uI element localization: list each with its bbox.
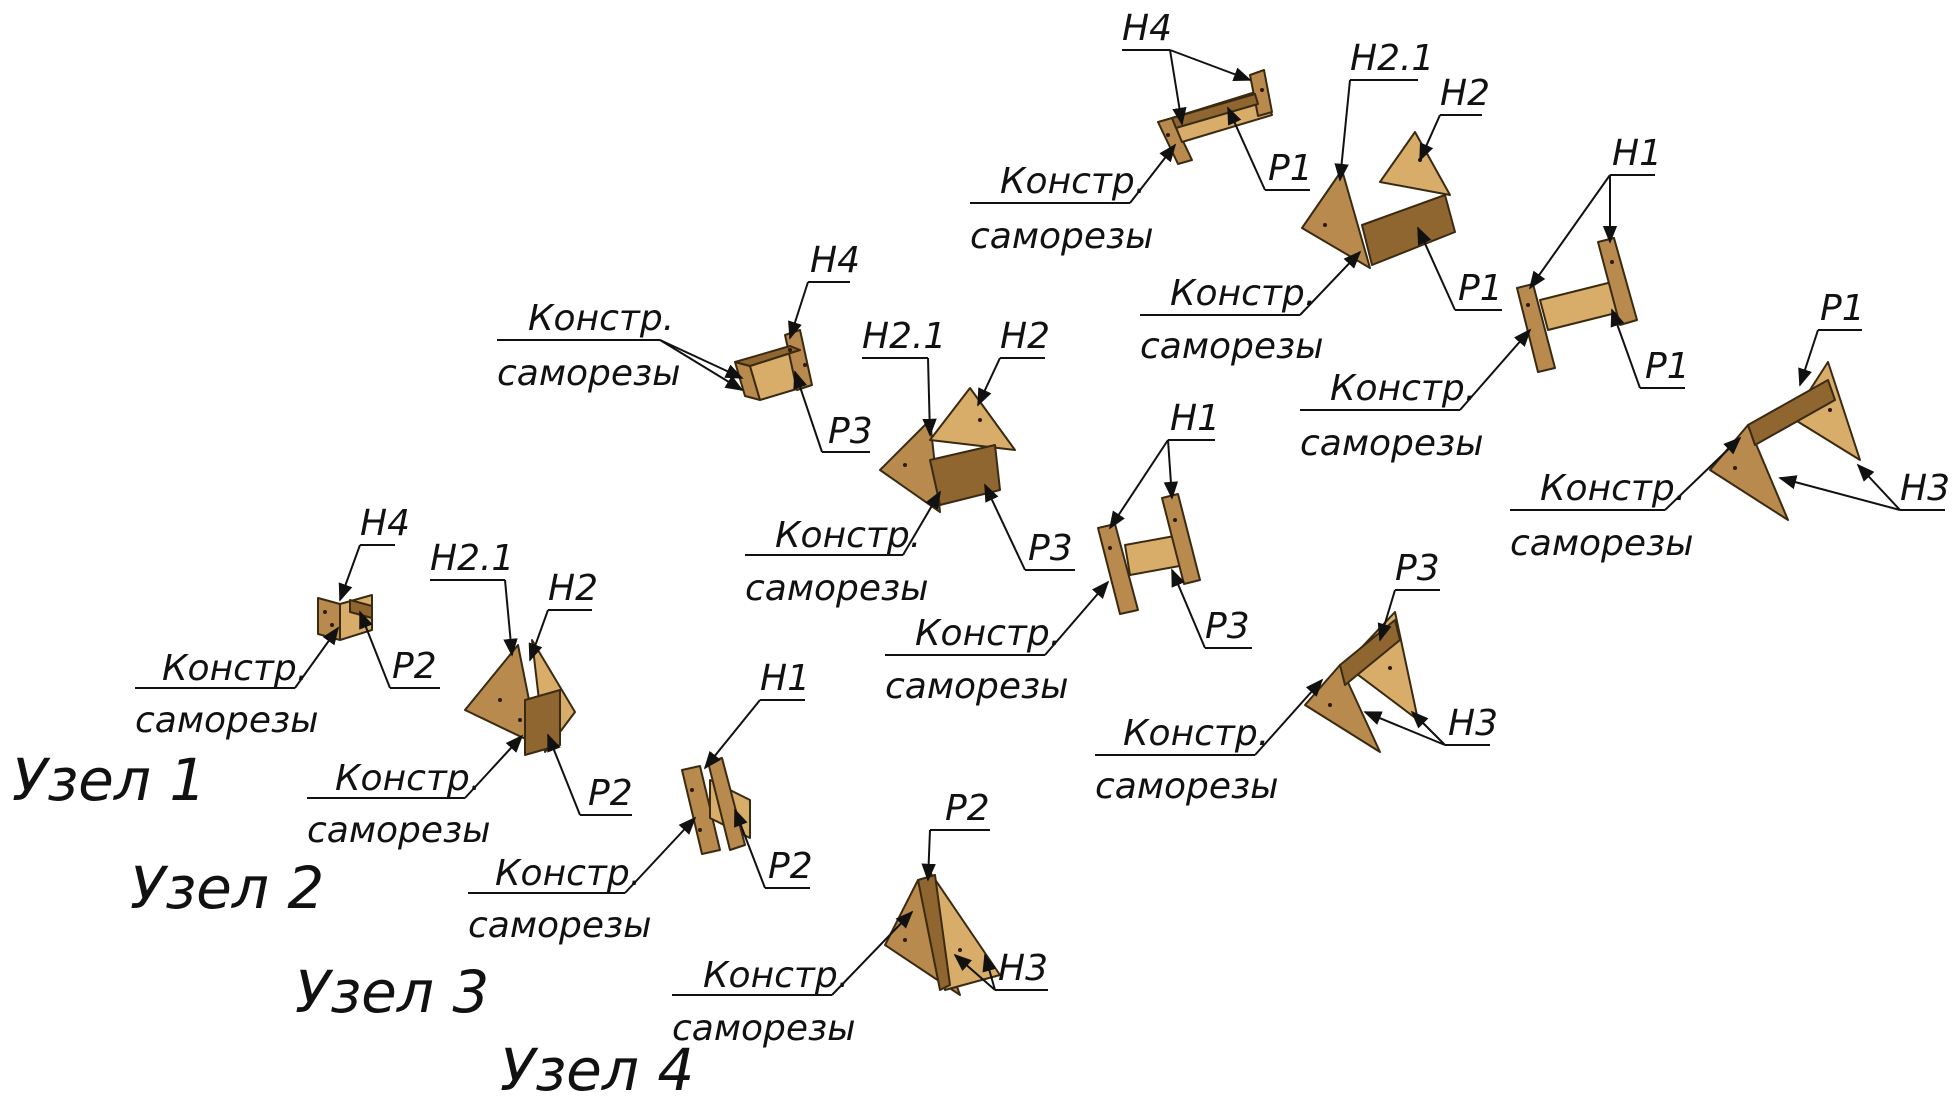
label-p1-l: Р1 bbox=[1820, 288, 1865, 329]
label-p3-h: Р3 bbox=[1395, 548, 1440, 589]
label-h2-b: Н2 bbox=[548, 568, 598, 609]
assembly-k-h1-p1 bbox=[1516, 237, 1638, 373]
label-h21-j: Н2.1 bbox=[1350, 38, 1434, 79]
label-konstr-i: Констр. bbox=[1000, 161, 1146, 202]
node-label-1: Узел 1 bbox=[12, 746, 206, 814]
label-p2-b: Р2 bbox=[588, 773, 633, 814]
label-h3-d: Н3 bbox=[998, 948, 1048, 989]
label-h21-f: Н2.1 bbox=[862, 316, 946, 357]
label-p2-c: Р2 bbox=[768, 846, 813, 887]
node-label-3: Узел 3 bbox=[295, 958, 489, 1026]
assembly-l-p1-h3 bbox=[1709, 361, 1861, 521]
label-konstr-a: Констр. bbox=[162, 648, 308, 689]
label-konstr-d: Констр. bbox=[703, 955, 849, 996]
label-p3-g: Р3 bbox=[1205, 606, 1250, 647]
label-samorezy-j: саморезы bbox=[1140, 326, 1324, 367]
label-konstr-h: Констр. bbox=[1123, 713, 1269, 754]
label-samorezy-b: саморезы bbox=[307, 810, 491, 851]
assembly-j-h21-h2-p1 bbox=[1301, 131, 1456, 269]
node-label-4: Узел 4 bbox=[500, 1036, 694, 1096]
label-h3-h: Н3 bbox=[1448, 703, 1498, 744]
label-p3-f: Р3 bbox=[1028, 528, 1073, 569]
label-h3-l: Н3 bbox=[1900, 468, 1950, 509]
label-samorezy-k: саморезы bbox=[1300, 423, 1484, 464]
label-samorezy-i: саморезы bbox=[970, 216, 1154, 257]
label-p1-k: Р1 bbox=[1645, 346, 1690, 387]
label-h2-f: Н2 bbox=[1000, 316, 1050, 357]
assembly-c-h1-p2 bbox=[681, 757, 751, 855]
label-samorezy-a: саморезы bbox=[135, 700, 319, 741]
label-h21-b: Н2.1 bbox=[430, 538, 514, 579]
label-samorezy-f: саморезы bbox=[745, 568, 929, 609]
label-h4-a: Н4 bbox=[360, 503, 410, 544]
node-label-2: Узел 2 bbox=[130, 854, 324, 922]
assembly-d-p2-h3 bbox=[884, 871, 1001, 996]
label-p1-i: Р1 bbox=[1268, 148, 1313, 189]
label-konstr-f: Констр. bbox=[775, 515, 921, 556]
label-h1-g: Н1 bbox=[1170, 398, 1220, 439]
assembly-f-h21-h2-p3 bbox=[879, 387, 1016, 513]
label-h4-e: Н4 bbox=[810, 240, 860, 281]
assembly-i-h4-p1 bbox=[1157, 69, 1273, 165]
assembly-b-h21-h2-p2 bbox=[464, 639, 576, 756]
label-samorezy-e: саморезы bbox=[497, 353, 681, 394]
assembly-h-p3-h3 bbox=[1304, 611, 1419, 753]
assembly-g-h1-p3 bbox=[1097, 493, 1201, 615]
label-p1-j: Р1 bbox=[1458, 268, 1503, 309]
label-konstr-g: Констр. bbox=[915, 613, 1061, 654]
label-konstr-b: Констр. bbox=[335, 758, 481, 799]
label-p2-a: Р2 bbox=[392, 646, 437, 687]
label-konstr-j: Констр. bbox=[1170, 273, 1316, 314]
assembly-a-h4-p2 bbox=[317, 594, 373, 641]
label-samorezy-g: саморезы bbox=[885, 666, 1069, 707]
label-samorezy-l: саморезы bbox=[1510, 523, 1694, 564]
label-p2-d: Р2 bbox=[945, 788, 990, 829]
label-samorezy-d: саморезы bbox=[672, 1008, 856, 1049]
label-konstr-l: Констр. bbox=[1540, 468, 1686, 509]
label-h2-j: Н2 bbox=[1440, 73, 1490, 114]
label-konstr-e: Констр. bbox=[528, 298, 674, 339]
label-samorezy-c: саморезы bbox=[468, 905, 652, 946]
label-samorezy-h: саморезы bbox=[1095, 766, 1279, 807]
label-konstr-k: Констр. bbox=[1330, 368, 1476, 409]
label-konstr-c: Констр. bbox=[495, 853, 641, 894]
label-p3-e: Р3 bbox=[828, 411, 873, 452]
label-h1-k: Н1 bbox=[1612, 133, 1662, 174]
label-h4-i: Н4 bbox=[1122, 8, 1172, 49]
label-h1-c: Н1 bbox=[760, 658, 810, 699]
